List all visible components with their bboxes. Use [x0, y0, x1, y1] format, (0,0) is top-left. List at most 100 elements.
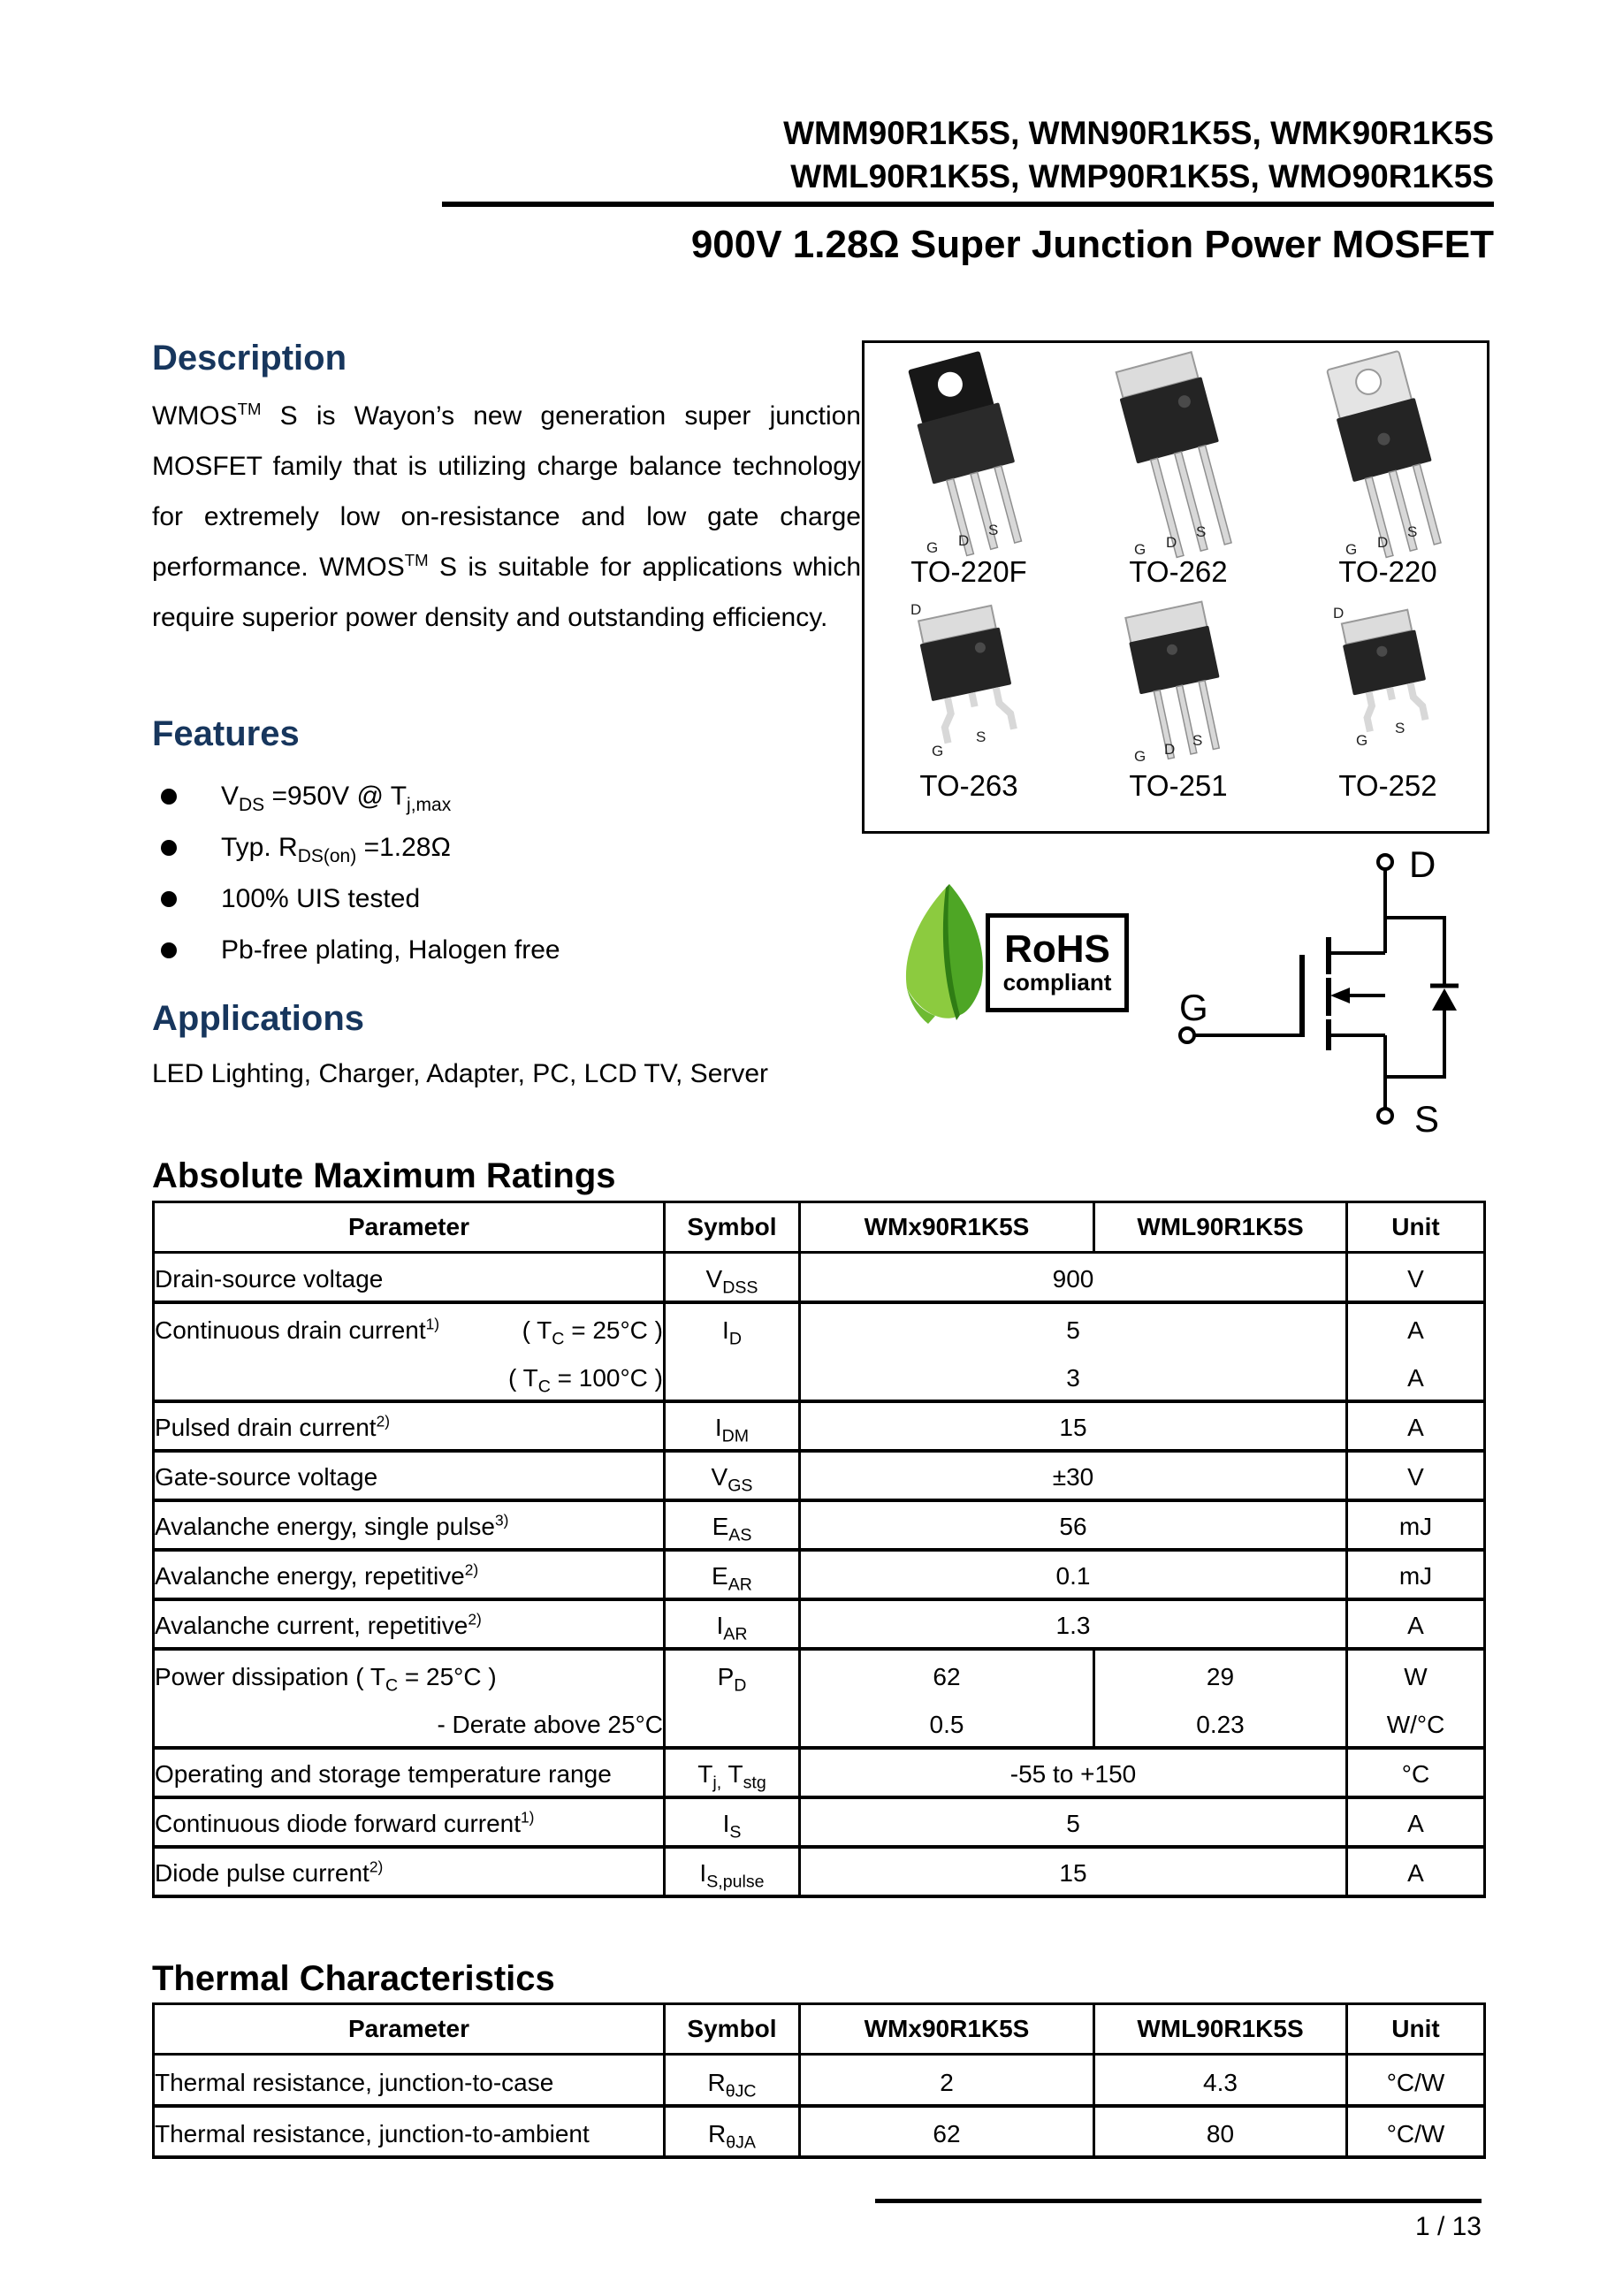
- feature-item: VDS =950V @ Tj,max: [152, 771, 806, 822]
- value-cell-wml: 4.3: [1093, 2054, 1347, 2108]
- value-cell: 3: [798, 1351, 1347, 1403]
- unit-cell: A: [1345, 1351, 1485, 1403]
- package-illustration: [1340, 608, 1429, 733]
- pin-label-d: D: [1164, 741, 1176, 758]
- value-cell-wml: 80: [1093, 2105, 1347, 2159]
- rohs-badge: RoHS compliant: [986, 913, 1129, 1012]
- pin-label-d: D: [1333, 605, 1345, 622]
- symbol-cell: IS: [663, 1796, 800, 1849]
- package-caption: TO-220F: [910, 555, 1027, 588]
- value-cell-wml: 29: [1093, 1648, 1347, 1698]
- value-cell-wml: 0.23: [1093, 1697, 1347, 1750]
- package-caption: TO-262: [1129, 555, 1228, 588]
- param-cell: Power dissipation ( TC = 25°C ): [155, 1662, 497, 1696]
- pin-label-s: S: [1196, 523, 1207, 540]
- package-caption: TO-251: [1129, 769, 1228, 802]
- table-row: Avalanche current, repetitive2) IAR 1.3 …: [153, 1598, 1485, 1651]
- table-header-row: Parameter Symbol WMx90R1K5S WML90R1K5S U…: [153, 1201, 1485, 1254]
- part-numbers: WMM90R1K5S, WMN90R1K5S, WMK90R1K5S WML90…: [783, 111, 1494, 198]
- symbol-cell: PD: [663, 1648, 800, 1698]
- symbol-cell: IS,pulse: [663, 1846, 800, 1898]
- pin-label-g: G: [1356, 732, 1368, 749]
- param-cell: Avalanche current, repetitive2): [153, 1598, 665, 1651]
- symbol-cell: [663, 1697, 800, 1750]
- pin-label-d: D: [958, 532, 970, 549]
- table-row: Avalanche energy, repetitive2) EAR 0.1 m…: [153, 1549, 1485, 1601]
- feature-item: Typ. RDS(on) =1.28Ω: [152, 822, 806, 873]
- package-to263: D G S: [865, 599, 1073, 767]
- col-parameter: Parameter: [153, 1201, 665, 1254]
- pin-label-d: D: [1377, 534, 1389, 551]
- col-unit: Unit: [1345, 2003, 1485, 2056]
- unit-cell: V: [1345, 1450, 1485, 1502]
- bullet-icon: [161, 789, 177, 805]
- table-row: Power dissipation ( TC = 25°C ) PD 62 29…: [154, 1648, 1485, 1698]
- pin-label-d: D: [1166, 534, 1177, 551]
- unit-cell: °C/W: [1345, 2105, 1485, 2159]
- pin-label-s: S: [1407, 523, 1418, 540]
- unit-cell: °C: [1345, 1747, 1485, 1799]
- applications-text: LED Lighting, Charger, Adapter, PC, LCD …: [152, 1059, 769, 1088]
- footer-rule: [875, 2199, 1482, 2203]
- symbol-cell: IDM: [663, 1400, 800, 1453]
- unit-cell: A: [1345, 1598, 1485, 1651]
- col-wmx: WMx90R1K5S: [798, 2003, 1094, 2056]
- param-cell: Thermal resistance, junction-to-case: [153, 2054, 665, 2108]
- param-cell: - Derate above 25°C: [153, 1697, 665, 1750]
- amr-heading: Absolute Maximum Ratings: [152, 1156, 616, 1195]
- feature-item: Pb-free plating, Halogen free: [152, 925, 806, 976]
- param-cell: Gate-source voltage: [153, 1450, 665, 1502]
- value-cell: 15: [798, 1846, 1347, 1898]
- value-cell-wmx: 2: [798, 2054, 1094, 2108]
- symbol-cell: Tj, Tstg: [663, 1747, 800, 1799]
- package-caption: TO-252: [1338, 769, 1437, 802]
- package-illustration: [1115, 351, 1232, 559]
- value-cell-wmx: 0.5: [798, 1697, 1094, 1750]
- param-cell: ( TC = 100°C ): [153, 1351, 665, 1403]
- value-cell: 15: [798, 1400, 1347, 1453]
- package-caption: TO-220: [1338, 555, 1437, 588]
- param-cell: Continuous diode forward current1): [153, 1796, 665, 1849]
- pin-label-d: D: [910, 601, 922, 618]
- col-wml: WML90R1K5S: [1093, 1201, 1347, 1254]
- symbol-cell: [663, 1351, 800, 1403]
- col-parameter: Parameter: [153, 2003, 665, 2056]
- pin-label-s: S: [976, 728, 987, 745]
- package-illustration: [1124, 600, 1221, 760]
- unit-cell: A: [1345, 1301, 1485, 1352]
- table-row: Operating and storage temperature range …: [153, 1747, 1485, 1799]
- col-wmx: WMx90R1K5S: [798, 1201, 1094, 1254]
- param-cell: Avalanche energy, single pulse3): [153, 1499, 665, 1552]
- rohs-subtitle: compliant: [1002, 969, 1112, 995]
- symbol-cell: VDSS: [663, 1252, 800, 1304]
- value-cell: -55 to +150: [798, 1747, 1347, 1799]
- symbol-cell: RθJC: [663, 2054, 800, 2108]
- unit-cell: A: [1345, 1796, 1485, 1849]
- page-number: 1 / 13: [1414, 2212, 1482, 2241]
- param-cell: Avalanche energy, repetitive2): [153, 1549, 665, 1601]
- symbol-cell: EAR: [663, 1549, 800, 1601]
- param-cell: Continuous drain current1)( TC = 25°C ): [155, 1315, 663, 1349]
- value-cell-wmx: 62: [798, 2105, 1094, 2159]
- leaf-icon: [905, 884, 983, 1024]
- thermal-table: Parameter Symbol WMx90R1K5S WML90R1K5S U…: [152, 2002, 1486, 2159]
- rohs-title: RoHS: [1004, 927, 1110, 971]
- unit-cell: W/°C: [1345, 1697, 1485, 1750]
- amr-table: Parameter Symbol WMx90R1K5S WML90R1K5S U…: [152, 1201, 1486, 1898]
- package-to220f: G D S: [865, 350, 1073, 562]
- unit-cell: A: [1345, 1400, 1485, 1453]
- feature-text: Pb-free plating, Halogen free: [221, 935, 560, 965]
- unit-cell: °C/W: [1345, 2054, 1485, 2108]
- pin-label-s: S: [1192, 732, 1203, 749]
- bullet-icon: [161, 891, 177, 907]
- table-row: ( TC = 100°C ) 3 A: [153, 1351, 1485, 1403]
- symbol-cell: ID: [663, 1301, 800, 1352]
- table-row: Continuous diode forward current1) IS 5 …: [153, 1796, 1485, 1849]
- feature-text: 100% UIS tested: [221, 884, 421, 913]
- features-list: VDS =950V @ Tj,max Typ. RDS(on) =1.28Ω 1…: [152, 771, 806, 976]
- part-numbers-line2: WML90R1K5S, WMP90R1K5S, WMO90R1K5S: [790, 158, 1494, 195]
- table-header-row: Parameter Symbol WMx90R1K5S WML90R1K5S U…: [153, 2003, 1485, 2056]
- package-illustration: [917, 604, 1017, 744]
- package-to251: G D S: [1074, 599, 1283, 767]
